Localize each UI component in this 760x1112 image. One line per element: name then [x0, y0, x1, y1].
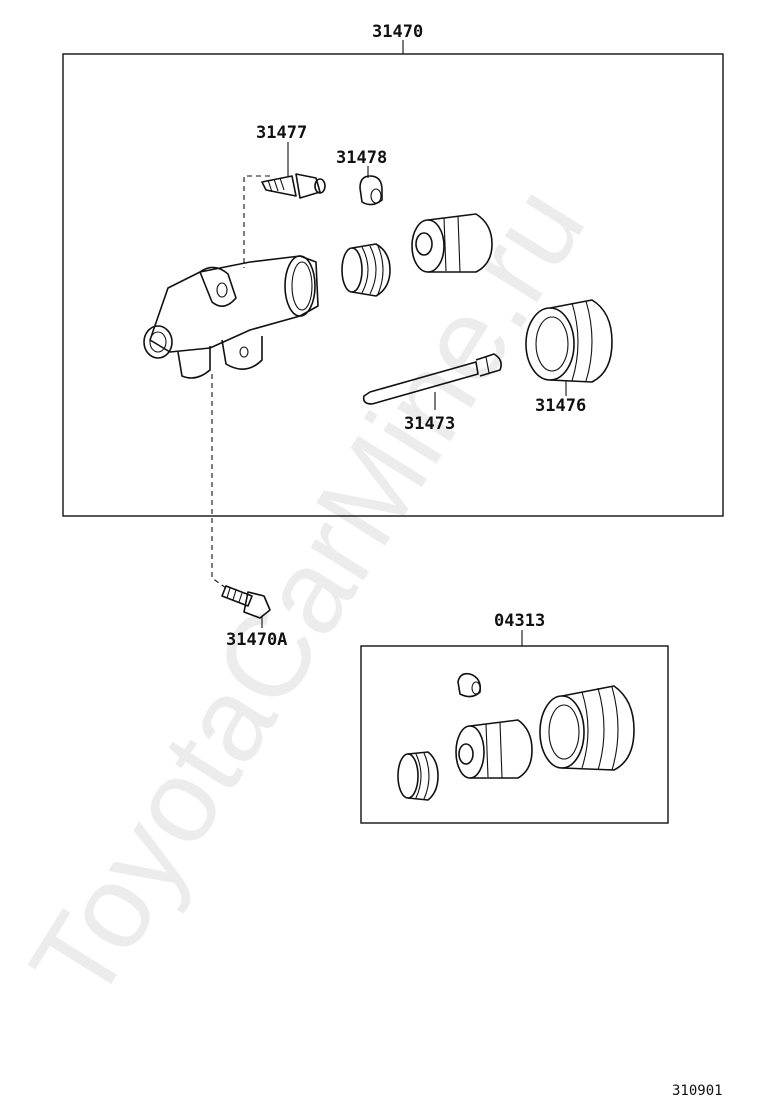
spring-part	[341, 243, 391, 297]
watermark: ToyotaCarMine.ru	[5, 164, 610, 1024]
kit-boot-part	[539, 685, 635, 771]
label-31470[interactable]: 31470	[372, 22, 423, 42]
label-04313[interactable]: 04313	[494, 611, 545, 631]
kit-frame	[360, 645, 669, 824]
figure-number: 310901	[672, 1083, 723, 1099]
kit-piston-part	[455, 719, 533, 779]
label-31473[interactable]: 31473	[404, 414, 455, 434]
kit-cap-part	[457, 672, 482, 698]
label-31477[interactable]: 31477	[256, 123, 307, 143]
label-31470A[interactable]: 31470A	[226, 630, 287, 650]
push-rod-part	[362, 353, 502, 405]
cylinder-body-part	[143, 255, 319, 379]
bolt-part	[221, 585, 271, 619]
bleeder-plug-part	[261, 173, 326, 199]
label-31476[interactable]: 31476	[535, 396, 586, 416]
bleeder-cap-part	[359, 175, 383, 206]
label-31478[interactable]: 31478	[336, 148, 387, 168]
piston-part	[411, 213, 493, 273]
assembly-frame	[62, 53, 724, 517]
kit-spring-part	[397, 751, 439, 801]
boot-part	[525, 299, 613, 383]
leader-bolt	[211, 374, 227, 589]
